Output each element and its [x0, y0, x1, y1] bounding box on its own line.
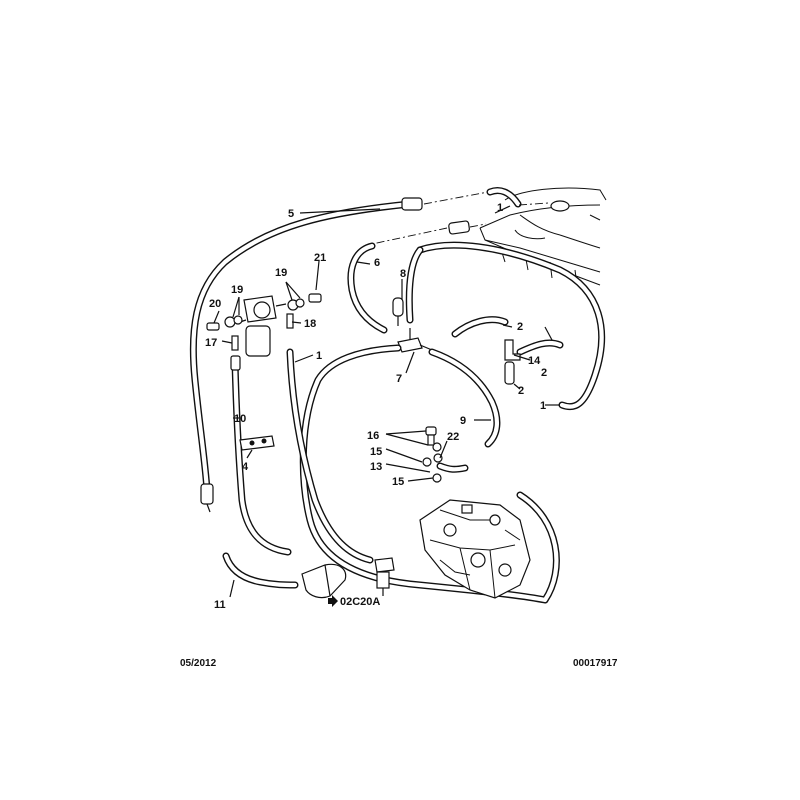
callout-6: 6	[374, 257, 380, 269]
callout-4: 4	[242, 461, 249, 473]
footer-part-number: 00017917	[573, 658, 618, 669]
callout-8: 8	[400, 268, 406, 280]
hose-11	[222, 552, 299, 589]
callout-15: 15	[392, 476, 404, 488]
callout-17: 17	[205, 337, 217, 349]
dash-1-tank	[518, 202, 549, 206]
hose-filter-injector	[286, 348, 374, 564]
banjo-19-left	[224, 315, 243, 328]
callout-19: 19	[231, 284, 243, 296]
callout-9: 9	[460, 415, 466, 427]
part-18-union	[286, 313, 294, 329]
part-2-straight	[504, 361, 515, 385]
callout-5: 5	[288, 208, 294, 220]
callout-1: 1	[540, 400, 546, 412]
elbow-fitting	[301, 563, 347, 599]
fuel-filter	[239, 295, 287, 357]
callout-14: 14	[528, 355, 541, 367]
hose-1-top	[448, 187, 522, 235]
callout-16: 16	[367, 430, 379, 442]
callout-2: 2	[517, 321, 523, 333]
callout-18: 18	[304, 318, 316, 330]
callout-2: 2	[541, 367, 547, 379]
callout-13: 13	[370, 461, 382, 473]
hose-2-right	[516, 339, 564, 356]
clip-4	[239, 435, 275, 451]
hose-10	[230, 355, 292, 556]
injector	[374, 557, 395, 596]
part-14-tee	[504, 339, 521, 361]
callout-7: 7	[396, 373, 402, 385]
dash-5-1	[423, 191, 489, 205]
reference-code: 02C20A	[340, 596, 380, 608]
part-17-union	[231, 335, 239, 351]
callout-21: 21	[314, 252, 326, 264]
bolt-20	[206, 322, 220, 331]
hose-9	[428, 348, 501, 448]
part-8-connector	[392, 297, 404, 317]
footer-date: 05/2012	[180, 658, 217, 669]
callout-15: 15	[370, 446, 382, 458]
callout-20: 20	[209, 298, 221, 310]
callout-19: 19	[275, 267, 287, 279]
hose-1-right	[405, 241, 605, 411]
injection-pump	[419, 499, 531, 599]
callout-11: 11	[214, 599, 226, 611]
dash-1-6	[371, 227, 448, 245]
leader-lines	[213, 205, 560, 598]
reference-arrow-icon	[328, 595, 338, 607]
hose-1-middle	[299, 344, 560, 604]
callout-22: 22	[447, 431, 459, 443]
callout-10: 10	[234, 413, 246, 425]
hose-6	[347, 242, 388, 334]
part-7-tee	[397, 328, 433, 353]
hose-2-left	[451, 316, 509, 338]
hose-5	[189, 197, 423, 513]
callout-1: 1	[316, 350, 322, 362]
callout-1: 1	[497, 202, 503, 214]
banjo-19-right	[287, 298, 305, 311]
dash-1-tank2	[469, 223, 487, 228]
bolt-21	[308, 293, 322, 303]
callout-2: 2	[518, 385, 524, 397]
